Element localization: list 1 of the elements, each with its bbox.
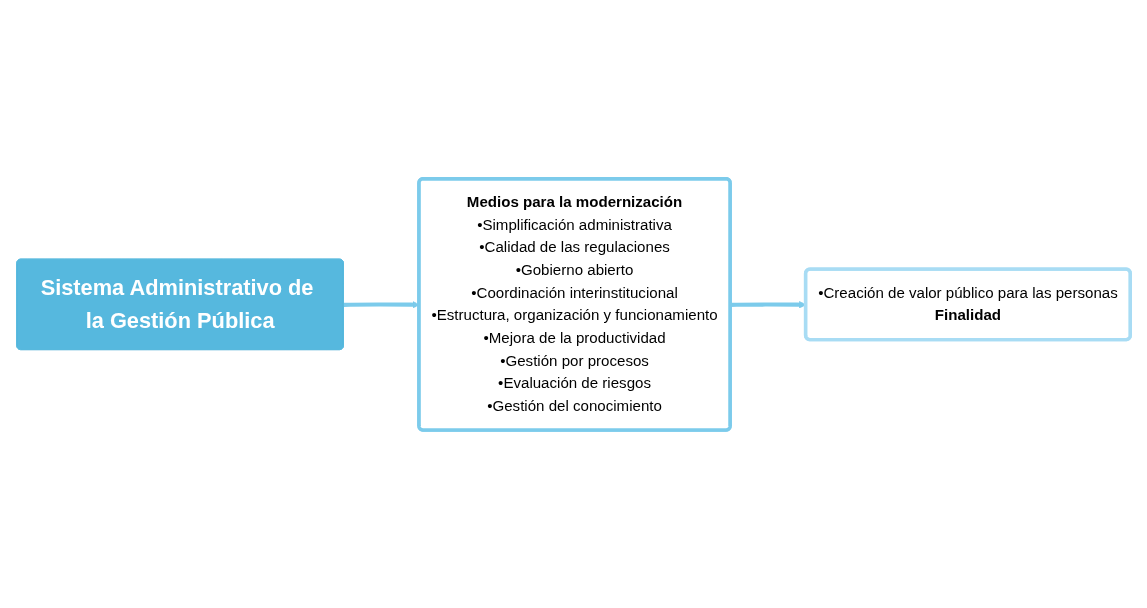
arrow xyxy=(343,300,420,309)
